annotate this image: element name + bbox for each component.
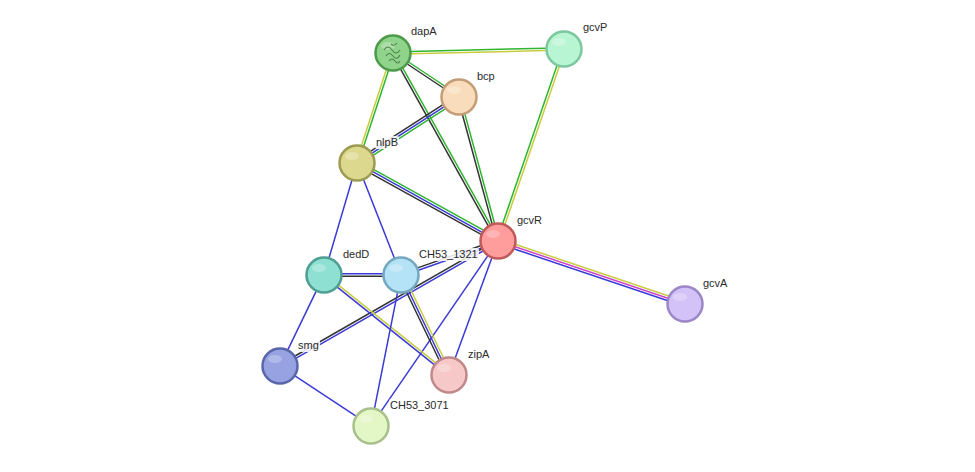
protein-node: dedD <box>305 256 343 294</box>
node-label: gcvR <box>516 214 543 227</box>
interaction-edge <box>295 376 356 416</box>
interaction-edge <box>401 68 491 226</box>
interaction-edge <box>381 256 488 411</box>
node-label: dedD <box>342 248 370 261</box>
node-label: zipA <box>467 348 490 361</box>
interaction-edge <box>337 285 435 364</box>
protein-node: smg <box>261 347 299 385</box>
node-label: gcvP <box>582 21 608 34</box>
evidence-line <box>374 170 484 231</box>
evidence-line <box>411 290 443 358</box>
node-circle <box>374 34 412 72</box>
evidence-line <box>516 245 669 297</box>
interaction-edge <box>503 66 560 225</box>
evidence-line <box>455 258 492 358</box>
evidence-line <box>407 292 439 360</box>
node-circle <box>352 407 390 445</box>
protein-node: CH53_1321 <box>382 256 420 294</box>
protein-node: gcvA <box>666 285 704 323</box>
evidence-line <box>371 105 443 151</box>
protein-node: gcvR <box>479 222 517 260</box>
node-label: bcp <box>476 70 496 83</box>
interaction-edge <box>407 62 444 88</box>
evidence-line <box>362 70 387 146</box>
protein-node: zipA <box>430 356 468 394</box>
protein-node: bcp <box>440 78 478 116</box>
interaction-edge <box>371 105 445 155</box>
interaction-edge <box>329 180 352 257</box>
node-label: CH53_3071 <box>389 399 450 412</box>
node-circle <box>440 78 478 116</box>
interaction-edge <box>455 258 492 358</box>
evidence-line <box>381 256 488 411</box>
interaction-edge <box>407 290 444 360</box>
node-label: smg <box>297 339 320 352</box>
evidence-line <box>411 51 546 54</box>
evidence-line <box>515 247 668 299</box>
evidence-line <box>463 115 493 224</box>
evidence-line <box>514 249 667 301</box>
evidence-line <box>503 66 557 224</box>
evidence-line <box>364 71 389 147</box>
interaction-edge <box>375 293 398 409</box>
interaction-edge <box>463 114 495 224</box>
evidence-line <box>373 172 482 233</box>
protein-node: dapA <box>374 34 412 72</box>
node-label: dapA <box>410 25 438 38</box>
evidence-line <box>375 293 398 409</box>
evidence-line <box>409 62 445 86</box>
evidence-line <box>342 273 383 275</box>
node-label: nlpB <box>375 136 399 149</box>
protein-node: CH53_3071 <box>352 407 390 445</box>
node-circle <box>338 144 376 182</box>
protein-node: nlpB <box>338 144 376 182</box>
evidence-line <box>329 180 352 257</box>
evidence-line <box>409 291 441 359</box>
evidence-line <box>373 109 445 155</box>
interaction-edge <box>418 246 482 270</box>
interaction-edge <box>362 70 389 147</box>
evidence-line <box>465 114 495 223</box>
interaction-edge <box>372 170 484 235</box>
evidence-line <box>372 174 482 235</box>
evidence-line <box>295 376 356 416</box>
node-circle <box>382 256 420 294</box>
protein-node: gcvP <box>545 30 583 68</box>
node-circle <box>545 30 583 68</box>
node-circle <box>430 356 468 394</box>
node-circle <box>305 256 343 294</box>
node-label: CH53_1321 <box>418 248 479 261</box>
node-circle <box>666 285 704 323</box>
evidence-line <box>364 180 395 258</box>
evidence-line <box>372 107 444 153</box>
interaction-edge <box>364 180 395 258</box>
node-label: gcvA <box>702 277 728 290</box>
evidence-line <box>401 69 489 226</box>
interaction-edge <box>342 274 383 276</box>
interaction-edge <box>411 48 546 54</box>
evidence-line <box>342 275 383 277</box>
node-circle <box>479 222 517 260</box>
evidence-line <box>418 246 481 268</box>
node-circle <box>261 347 299 385</box>
evidence-line <box>505 66 559 224</box>
interaction-edge <box>514 245 668 301</box>
evidence-line <box>403 68 491 225</box>
